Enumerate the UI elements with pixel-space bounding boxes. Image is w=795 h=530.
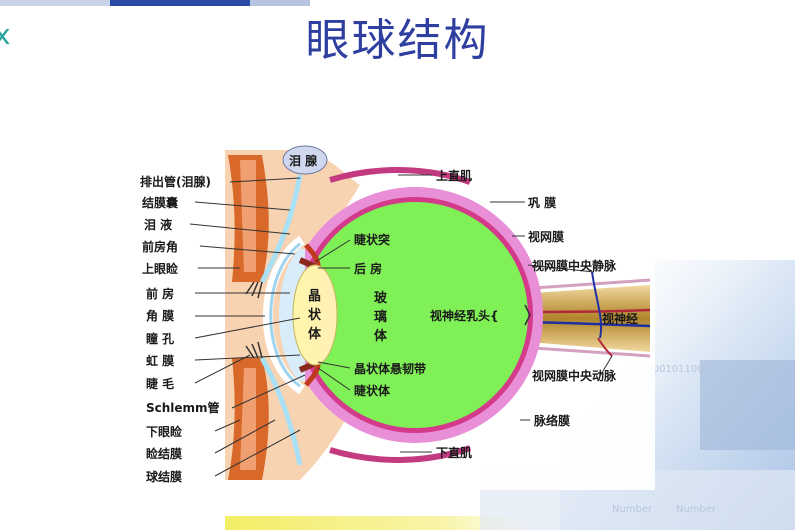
top-accent-bar-light [250, 0, 310, 6]
label-iris: 虹 膜 [146, 353, 174, 368]
label-posterior-chamber: 后 房 [354, 261, 382, 276]
top-accent-bar [0, 0, 110, 6]
label-pupil: 瞳 孔 [146, 331, 174, 346]
label-superior-rectus: 上直肌 [436, 168, 472, 183]
label-ciliary-process: 睫状突 [354, 232, 390, 247]
label-optic-disc: 视神经乳头{ [430, 308, 499, 323]
label-choroid: 脉络膜 [533, 413, 570, 428]
label-upper-eyelid: 上眼睑 [142, 261, 178, 276]
eyeball [262, 167, 543, 463]
label-vitreous-char-3: 体 [374, 328, 388, 344]
label-bulbar-conjunctiva: 球结膜 [146, 469, 182, 484]
bg-binary-text: 10001011001 ....00 [640, 364, 739, 375]
label-zonule: 晶状体悬韧带 [354, 361, 426, 376]
label-anterior-chamber: 前 房 [146, 286, 174, 301]
label-lens-char-3: 体 [308, 326, 322, 342]
label-vitreous-char-2: 璃 [374, 309, 387, 325]
label-ciliary-body: 睫状体 [354, 383, 391, 398]
label-vitreous-char-1: 玻 [374, 290, 388, 306]
label-drainage-duct: 排出管(泪腺) [140, 174, 211, 189]
label-retina: 视网膜 [528, 229, 564, 244]
label-sclera: 巩 膜 [528, 195, 556, 210]
label-lacrimal-gland: 泪 腺 [289, 153, 318, 168]
slide-title: 眼球结构 [305, 15, 490, 66]
label-palpebral-conjunctiva: 睑结膜 [146, 446, 182, 461]
label-conjunctival-sac: 结膜囊 [142, 195, 179, 210]
label-eyelash: 睫 毛 [146, 376, 174, 391]
bottom-accent-bar [225, 516, 535, 530]
top-accent-bar-dark [110, 0, 250, 6]
label-optic-nerve: 视神经 [602, 311, 638, 326]
label-inferior-rectus: 下直肌 [436, 445, 472, 460]
bg-number-text-2: Number [676, 504, 717, 515]
label-central-retinal-artery: 视网膜中央动脉 [532, 368, 617, 383]
leader-lines [189, 174, 613, 477]
label-cornea: 角 膜 [146, 308, 174, 323]
label-lower-eyelid: 下眼睑 [146, 424, 182, 439]
label-central-retinal-vein: 视网膜中央静脉 [532, 258, 617, 273]
corner-glyph: x [0, 18, 11, 51]
label-anterior-angle: 前房角 [142, 239, 178, 254]
bg-number-text-1: Number [612, 504, 653, 515]
label-schlemm-canal: Schlemm管 [146, 400, 220, 415]
label-lens-char-1: 晶 [308, 289, 321, 304]
label-lens-char-2: 状 [308, 307, 322, 323]
label-tears: 泪 液 [144, 217, 172, 232]
